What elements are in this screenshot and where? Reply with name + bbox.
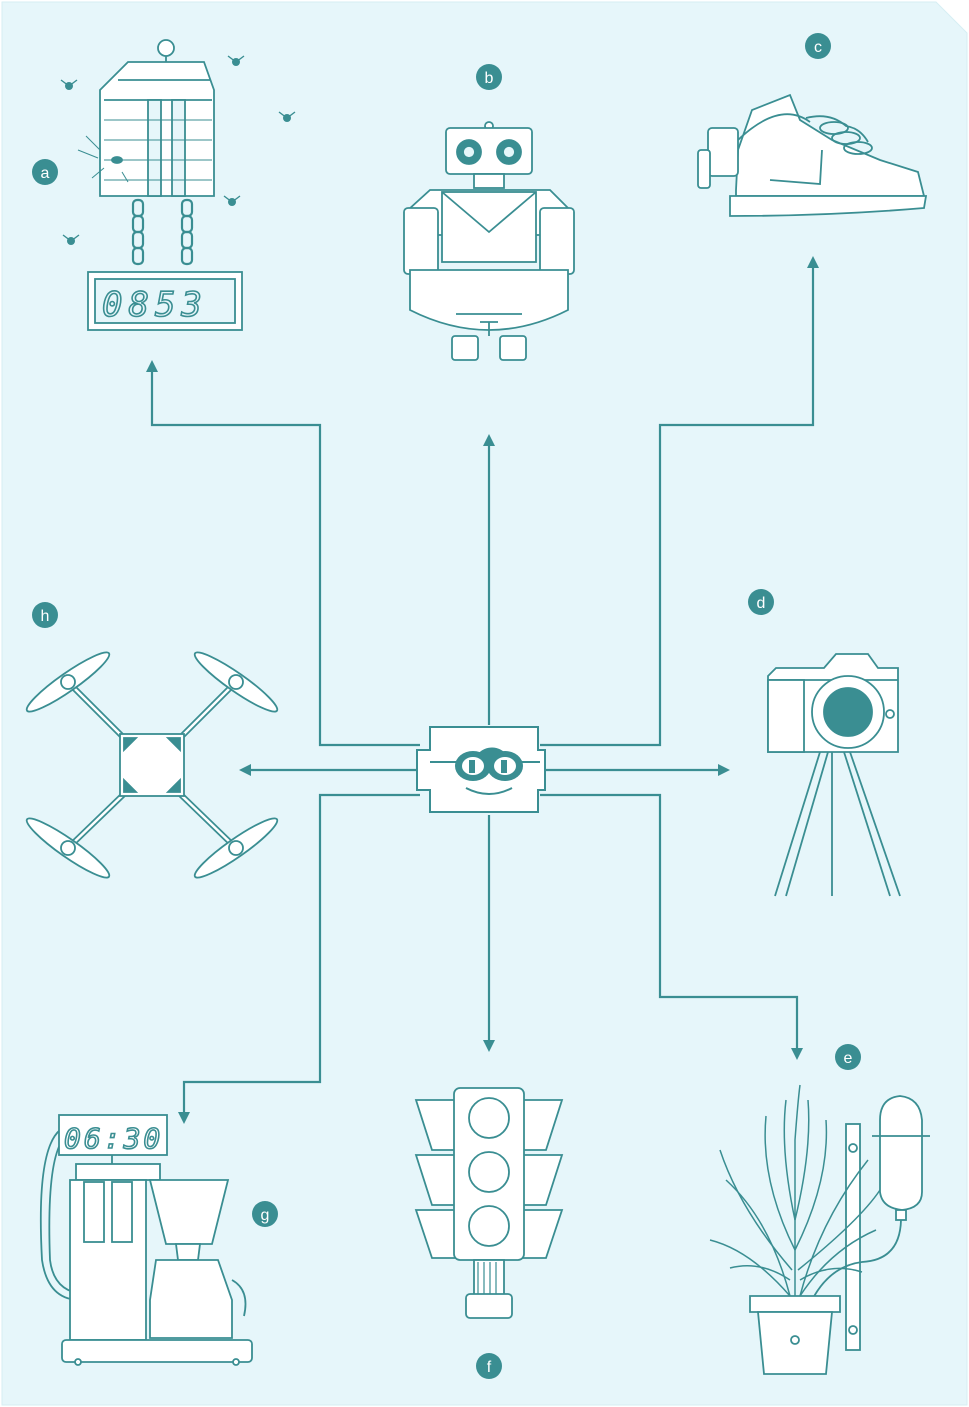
- label-e: e: [844, 1050, 853, 1067]
- label-badge-d: [748, 589, 774, 615]
- connector-lines: [146, 256, 819, 1124]
- connector-g: [178, 793, 420, 1124]
- smart-shoe-icon: [697, 93, 928, 217]
- connector-e: [540, 793, 803, 1060]
- label-badge-e: [835, 1044, 861, 1070]
- label-b: b: [485, 70, 494, 87]
- label-c: c: [814, 39, 822, 56]
- label-badge-g: [252, 1201, 278, 1227]
- label-badge-h: [32, 602, 58, 628]
- camera-tripod-icon: [767, 653, 901, 897]
- label-badge-b: [476, 64, 502, 90]
- label-a: a: [41, 165, 50, 182]
- label-badge-c: [805, 33, 831, 59]
- label-f: f: [487, 1359, 492, 1376]
- mail-robot-icon: [403, 121, 575, 361]
- traffic-light-icon: [414, 1087, 564, 1319]
- coffee-maker-icon: 06:30: [39, 1114, 253, 1366]
- connector-c: [540, 256, 819, 747]
- label-d: d: [757, 595, 766, 612]
- label-badge-a: [32, 159, 58, 185]
- bug-counter-display: 0853: [102, 285, 208, 325]
- bug-zapper-icon: 0853: [60, 39, 296, 331]
- plant-watering-icon: [709, 1084, 930, 1375]
- quadcopter-drone-icon: [25, 651, 279, 879]
- label-badge-f: [476, 1353, 502, 1379]
- label-h: h: [41, 608, 50, 625]
- label-g: g: [261, 1207, 270, 1224]
- coffee-clock-display: 06:30: [64, 1122, 163, 1155]
- arduino-board-icon: [416, 726, 546, 813]
- connector-a: [146, 360, 420, 747]
